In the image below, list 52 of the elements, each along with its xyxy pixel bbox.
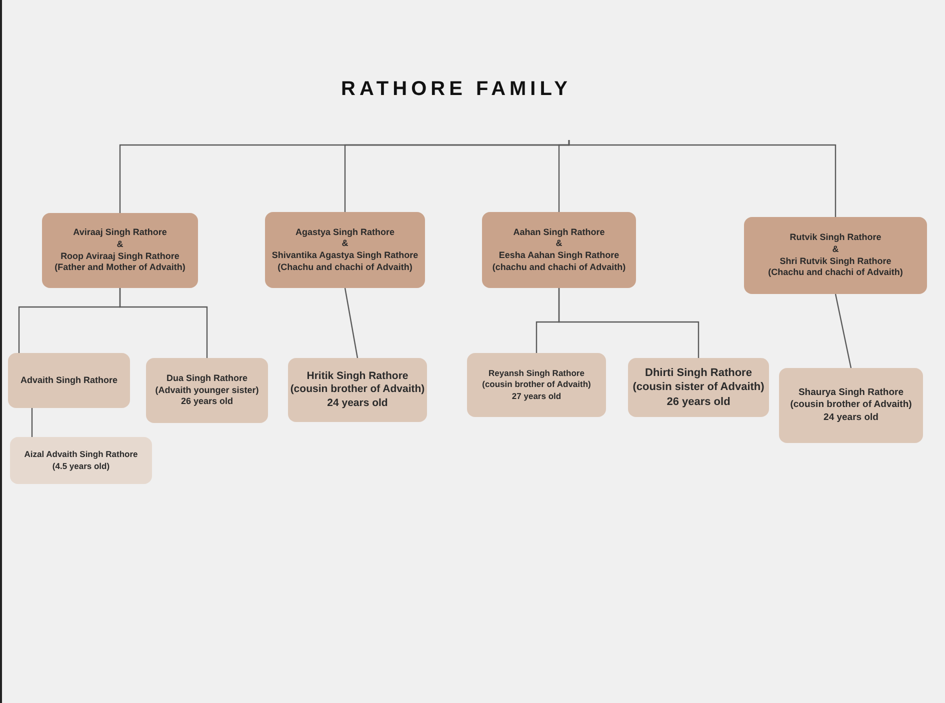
name-text: 26 years old <box>180 396 234 408</box>
name-text: Aviraaj Singh Rathore <box>73 227 167 239</box>
person-box <box>8 353 130 408</box>
name-text: (4.5 years old) <box>52 460 110 472</box>
name-text: Roop Aviraaj Singh Rathore <box>60 250 180 262</box>
name-text: & <box>342 238 348 250</box>
person-box <box>265 212 425 288</box>
name-text: Shaurya Singh Rathore <box>798 386 904 400</box>
person-box <box>628 358 769 417</box>
name-text: Advaith Singh Rathore <box>20 374 118 386</box>
person-box <box>467 353 606 417</box>
name-text: (cousin brother of Advaith) <box>790 399 912 412</box>
name-text: Reyansh Singh Rathore <box>488 368 584 380</box>
name-text: (cousin sister of Advaith) <box>632 380 764 395</box>
name-text: Shri Rutvik Singh Rathore <box>780 256 892 268</box>
connector-line <box>31 408 33 437</box>
name-text: (cousin brother of Advaith) <box>482 379 591 391</box>
name-text: Dhirti Singh Rathore <box>645 366 752 380</box>
name-text: Eesha Aahan Singh Rathore <box>498 250 620 262</box>
name-text: Aahan Singh Rathore <box>513 226 605 238</box>
name-text: Shivantika Agastya Singh Rathore <box>272 250 418 262</box>
name-text: (Advaith younger sister) <box>155 384 259 396</box>
name-text: & <box>116 238 124 250</box>
name-text: & <box>556 238 562 250</box>
name-text: 27 years old <box>512 390 562 402</box>
connector-line <box>558 288 700 358</box>
person-box <box>779 368 923 443</box>
name-text: (Chachu and chachi of Advaith) <box>278 262 412 274</box>
person-box <box>146 358 268 423</box>
name-text: Hritik Singh Rathore <box>306 370 408 384</box>
person-box <box>482 212 636 288</box>
name-text: (cousin brother of Advaith) <box>290 383 425 397</box>
name-text: 24 years old <box>327 396 388 410</box>
name-text: 26 years old <box>666 394 730 409</box>
title: RATHORE FAMILY <box>341 77 572 102</box>
person-box <box>10 437 152 484</box>
name-text: (Chachu and chachi of Advaith) <box>768 267 903 279</box>
name-text: & <box>832 244 839 256</box>
connector-line <box>119 288 208 358</box>
connector-line <box>568 140 836 217</box>
name-text: (Father and Mother of Advaith) <box>54 262 186 274</box>
person-box <box>42 213 198 288</box>
name-text: (chachu and chachi of Advaith) <box>492 262 626 274</box>
connector-line <box>834 294 852 368</box>
connector-line <box>344 288 358 358</box>
name-text: Aizal Advaith Singh Rathore <box>24 449 138 460</box>
name-text: Agastya Singh Rathore <box>295 226 395 238</box>
person-box <box>288 358 427 422</box>
name-text: Rutvik Singh Rathore <box>790 232 882 244</box>
name-text: Dua Singh Rathore <box>166 372 248 385</box>
name-text: 24 years old <box>824 412 878 424</box>
person-box <box>744 217 927 294</box>
